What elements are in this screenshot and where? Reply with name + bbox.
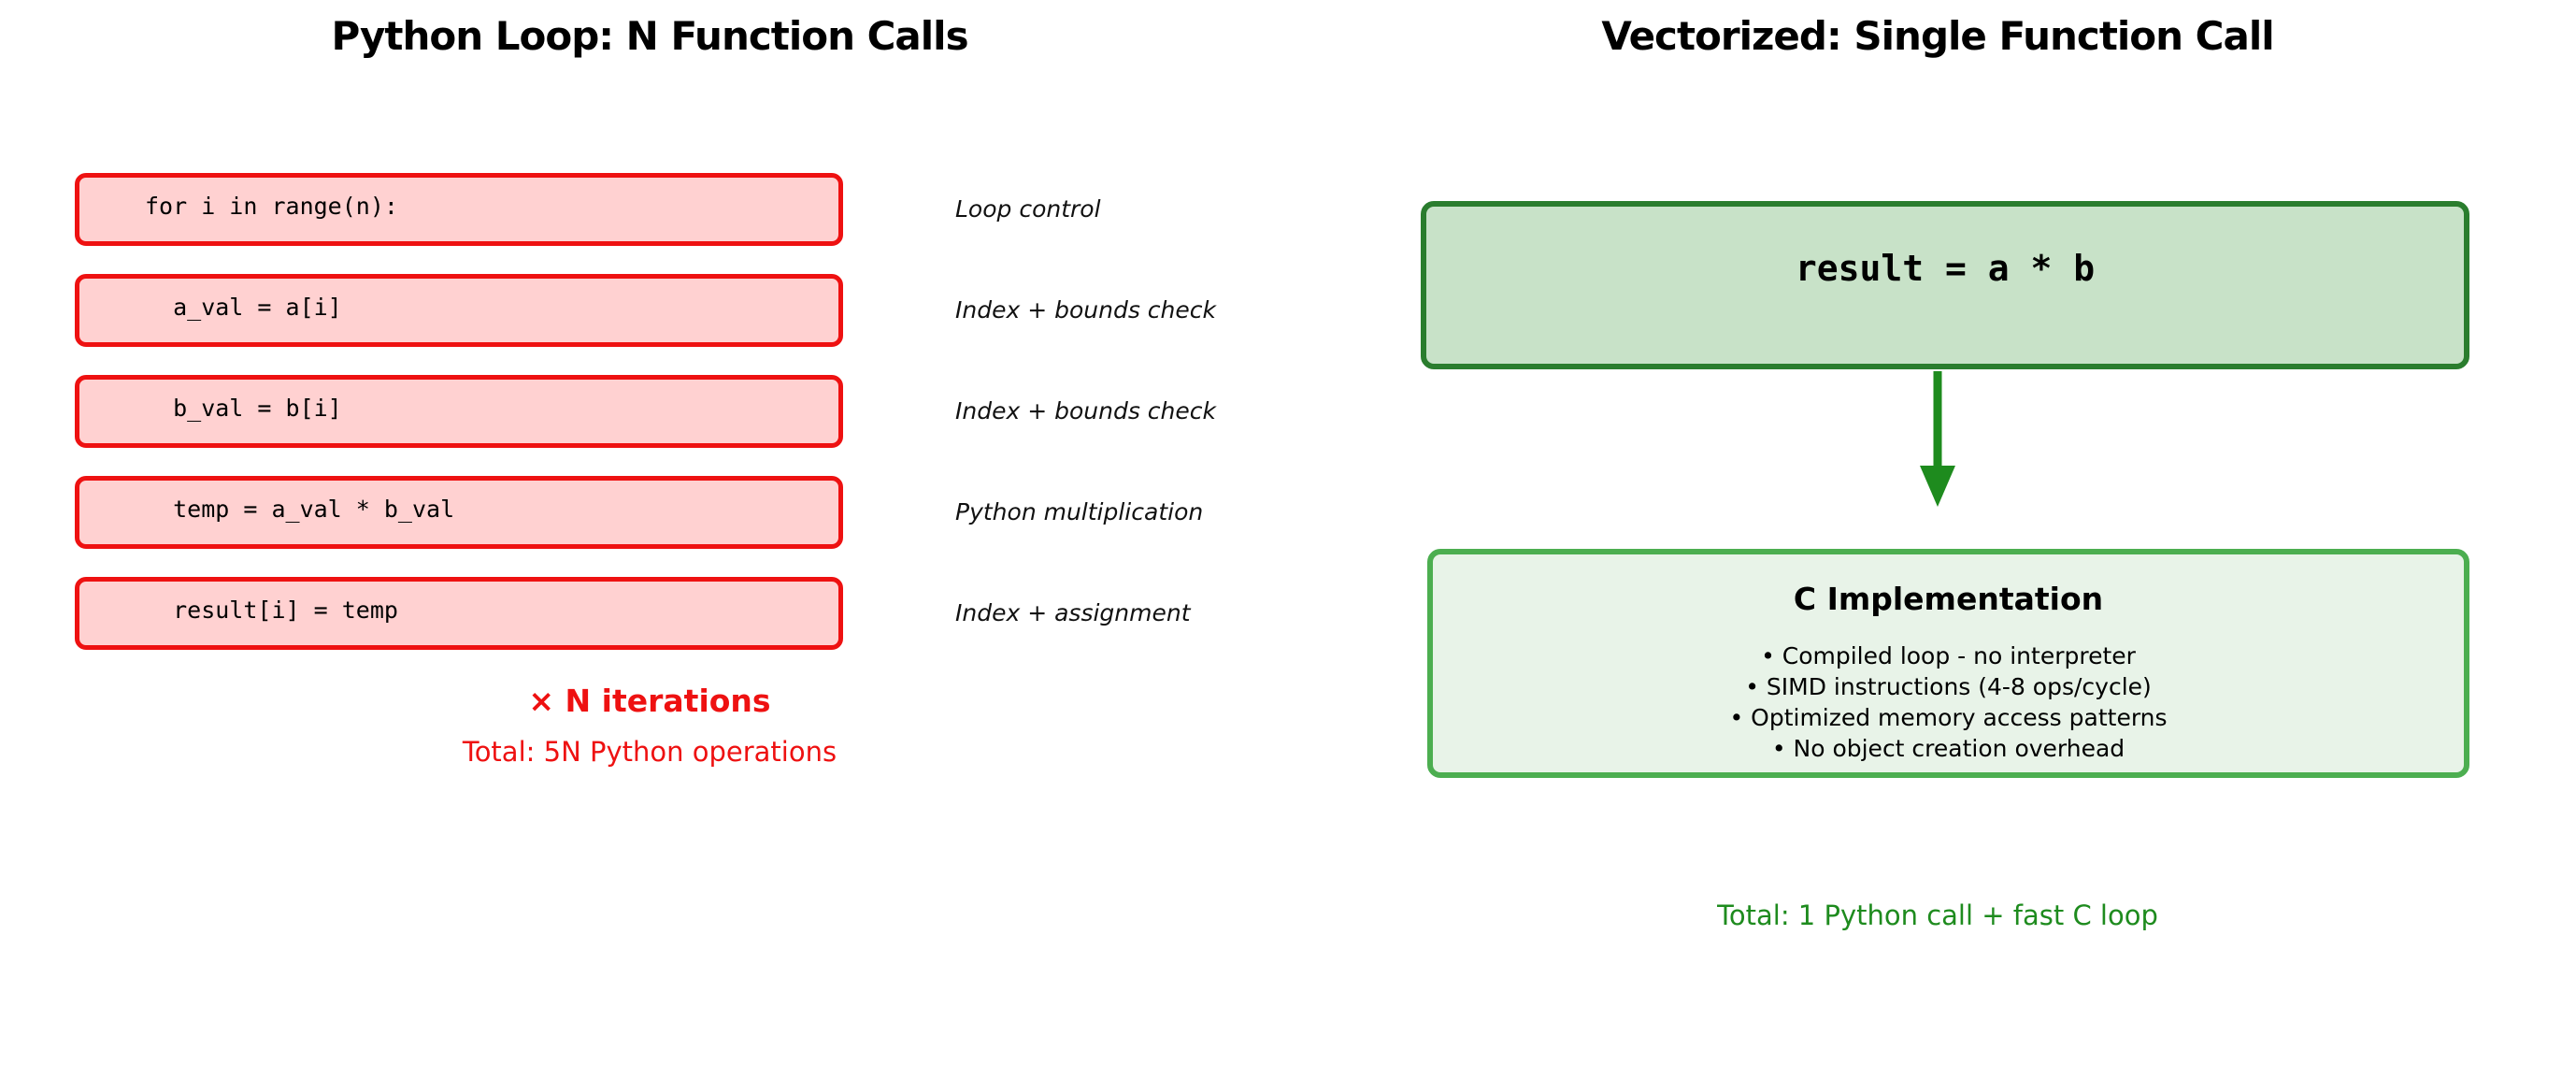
code-step-text: temp = a_val * b_val [145,495,455,523]
c-implementation-bullet: • Compiled loop - no interpreter [1761,642,2136,669]
c-implementation-bullets: • Compiled loop - no interpreter • SIMD … [1433,640,2464,764]
c-implementation-bullet: • No object creation overhead [1771,735,2125,762]
vectorized-code-box: result = a * b [1421,201,2469,369]
code-step-text: a_val = a[i] [145,293,342,321]
arrow-down-icon [1916,371,1959,510]
c-implementation-bullet: • Optimized memory access patterns [1729,704,2168,731]
code-step-text: b_val = b[i] [145,394,342,422]
code-step-box-5: result[i] = temp [75,577,843,650]
vectorized-code-text: result = a * b [1795,248,2096,289]
step-annotation-3: Index + bounds check [955,397,1216,424]
code-step-box-1: for i in range(n): [75,173,843,246]
c-implementation-title: C Implementation [1793,581,2104,617]
right-panel-title: Vectorized: Single Function Call [1601,13,2274,59]
c-total-note: Total: 1 Python call + fast C loop [1717,899,2158,931]
step-annotation-5: Index + assignment [955,599,1191,626]
c-implementation-box: C Implementation • Compiled loop - no in… [1427,549,2469,778]
c-implementation-bullet: • SIMD instructions (4-8 ops/cycle) [1745,673,2152,700]
step-annotation-1: Loop control [955,195,1101,223]
code-step-text: for i in range(n): [145,192,398,220]
code-step-text: result[i] = temp [145,596,398,624]
code-step-box-3: b_val = b[i] [75,375,843,448]
step-annotation-4: Python multiplication [955,498,1204,525]
left-panel-title: Python Loop: N Function Calls [331,13,968,59]
step-annotation-2: Index + bounds check [955,296,1216,324]
code-step-box-2: a_val = a[i] [75,274,843,347]
python-total-note: Total: 5N Python operations [462,736,837,768]
n-iterations-note: × N iterations [528,683,771,719]
code-step-box-4: temp = a_val * b_val [75,476,843,549]
